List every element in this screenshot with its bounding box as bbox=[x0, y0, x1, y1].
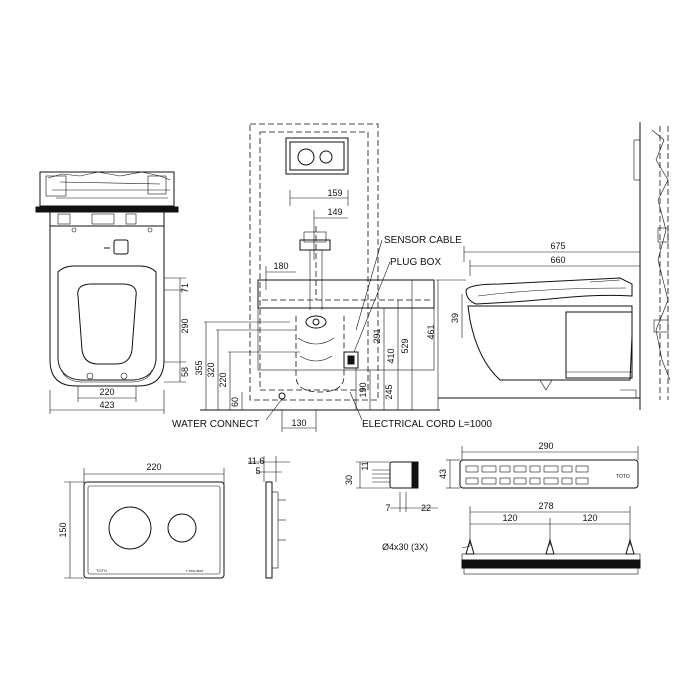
dim-43: 43 bbox=[438, 469, 448, 479]
dim-220-top: 220 bbox=[99, 387, 114, 397]
screw-note: Ø4x30 (3X) bbox=[382, 542, 428, 552]
dim-410: 410 bbox=[386, 348, 396, 363]
flush-plate-front: 220 TOTO ᴛ ᴇcᴏ-ᴍᴀx 150 bbox=[58, 462, 225, 579]
dim-461: 461 bbox=[426, 324, 436, 339]
label-electrical-cord: ELECTRICAL CORD L=1000 bbox=[362, 419, 492, 430]
dim-529: 529 bbox=[400, 338, 410, 353]
dim-220-plate: 220 bbox=[146, 462, 161, 472]
flush-plate-side: 11.6 5 bbox=[248, 456, 290, 579]
dim-355: 355 bbox=[194, 360, 204, 375]
dim-60: 60 bbox=[230, 397, 240, 407]
dim-149: 149 bbox=[327, 207, 342, 217]
dim-30: 30 bbox=[344, 475, 354, 485]
dim-11-sensor: 11 bbox=[360, 461, 370, 470]
dim-58: 58 bbox=[180, 367, 190, 377]
plate-brand-left: TOTO bbox=[96, 568, 107, 573]
dim-150: 150 bbox=[58, 522, 68, 537]
dim-71: 71 bbox=[180, 283, 190, 293]
dim-290-remote: 290 bbox=[538, 441, 553, 451]
dim-245: 245 bbox=[384, 384, 394, 399]
dim-120-b: 120 bbox=[582, 513, 597, 523]
dim-291: 291 bbox=[372, 328, 382, 343]
dim-675: 675 bbox=[550, 241, 565, 251]
dim-11-6: 11.6 bbox=[248, 456, 265, 466]
dim-39: 39 bbox=[450, 313, 460, 323]
dim-22: 22 bbox=[421, 503, 431, 513]
bowl-side-view: 675 660 39 461 bbox=[426, 122, 671, 410]
remote-buttons bbox=[465, 465, 589, 485]
plate-brand-right: ᴛ ᴇcᴏ-ᴍᴀx bbox=[186, 568, 203, 573]
dim-190: 190 bbox=[358, 382, 368, 397]
side-section: 159 149 180 355 320 220 60 bbox=[172, 123, 492, 432]
dim-290-top: 290 bbox=[180, 318, 190, 333]
label-plug-box: PLUG BOX bbox=[390, 257, 441, 268]
dim-423: 423 bbox=[99, 400, 114, 410]
remote-mounting: 278 120 120 Ø4x30 (3X) bbox=[382, 501, 641, 575]
dim-159: 159 bbox=[327, 188, 342, 198]
dim-180: 180 bbox=[273, 261, 288, 271]
dim-220-side: 220 bbox=[218, 372, 228, 387]
label-water-connect: WATER CONNECT bbox=[172, 419, 259, 430]
dim-130: 130 bbox=[291, 418, 306, 428]
dim-278: 278 bbox=[538, 501, 553, 511]
dim-7: 7 bbox=[385, 503, 390, 513]
remote-control: 290 TOTO 43 bbox=[438, 441, 639, 489]
dim-120-a: 120 bbox=[502, 513, 517, 523]
top-view: 71 290 58 220 423 bbox=[35, 171, 190, 414]
label-sensor-cable: SENSOR CABLE bbox=[384, 235, 462, 246]
remote-brand: TOTO bbox=[616, 474, 630, 480]
dim-660: 660 bbox=[550, 255, 565, 265]
dim-320: 320 bbox=[206, 362, 216, 377]
dim-5: 5 bbox=[255, 466, 260, 476]
sensor-unit: 11 30 7 22 bbox=[344, 461, 438, 513]
